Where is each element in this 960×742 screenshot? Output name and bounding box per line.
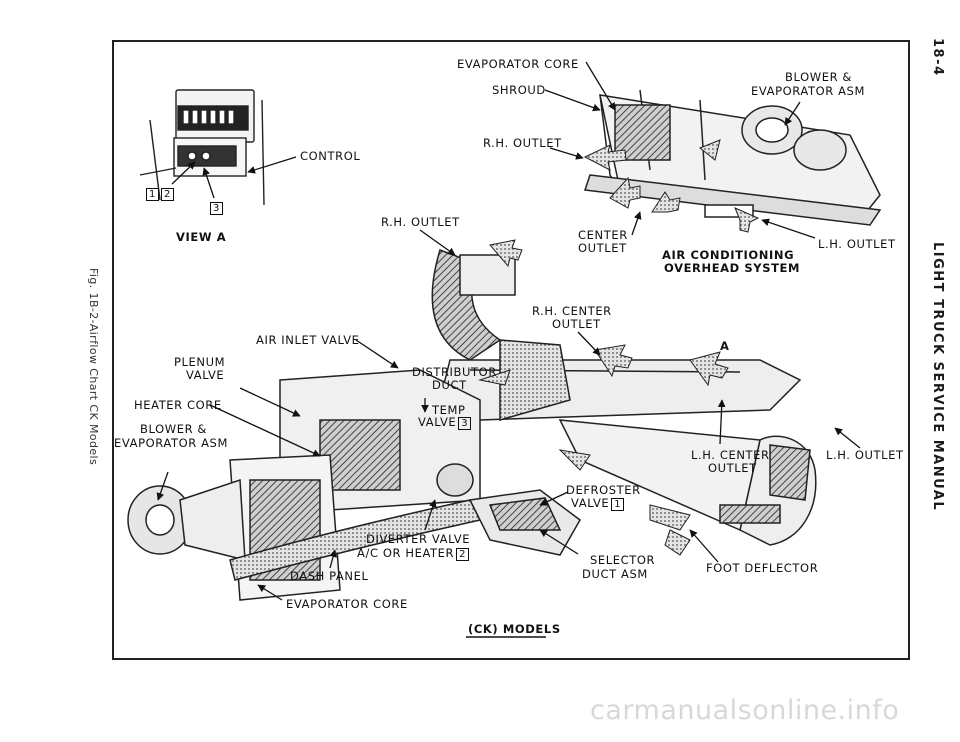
callout-3: 3 (210, 202, 223, 215)
overhead-evaporator-core-label: EVAPORATOR CORE (457, 57, 579, 71)
ck-foot-deflector-label: FOOT DEFLECTOR (706, 561, 819, 575)
ck-blower-label-1: BLOWER & (140, 422, 207, 436)
ck-temp-valve-text: VALVE (418, 415, 457, 429)
ck-view-marker: A (720, 339, 730, 353)
overhead-center-outlet-label-1: CENTER (578, 228, 628, 242)
control-panel-drawing (139, 89, 265, 206)
callout-1: 1 (146, 188, 159, 201)
overhead-supply-duct (431, 249, 516, 361)
ck-distributor-duct-label-2: DUCT (432, 378, 467, 392)
ck-air-inlet-valve-label: AIR INLET VALVE (256, 333, 360, 347)
diagram-frame (112, 40, 910, 660)
view-a-callout-3: 3 (208, 201, 223, 215)
overhead-blower-label-1: BLOWER & (785, 70, 852, 84)
ck-dash-panel-label: DASH PANEL (290, 569, 369, 583)
overhead-shroud-label: SHROUD (492, 83, 546, 97)
ck-diverter-valve-label-1: DIVERTER VALVE (366, 532, 471, 546)
ck-plenum-valve-label-2: VALVE (186, 368, 225, 382)
ck-selector-duct-label-2: DUCT ASM (582, 567, 648, 581)
overhead-lh-outlet-label: L.H. OUTLET (818, 237, 896, 251)
ck-diverter-valve-number: 2 (456, 548, 470, 561)
ck-defroster-valve-number: 1 (611, 498, 625, 511)
blower-motor (127, 478, 246, 561)
ck-lh-center-outlet-label-2: OUTLET (708, 461, 757, 475)
ck-rh-center-outlet-label-2: OUTLET (552, 317, 601, 331)
ck-diverter-valve-text: A/C OR HEATER (357, 546, 455, 560)
overhead-title-1: AIR CONDITIONING (662, 248, 795, 262)
ck-blower-label-2: EVAPORATOR ASM (114, 436, 228, 450)
ck-selector-duct-label-1: SELECTOR (590, 553, 656, 567)
ck-defroster-valve-label-1: DEFROSTER (566, 483, 641, 497)
ck-rh-center-outlet-label-1: R.H. CENTER (532, 304, 612, 318)
ck-distributor-duct-label-1: DISTRIBUTOR (412, 365, 497, 379)
ck-rh-outlet-label: R.H. OUTLET (381, 215, 460, 229)
ck-models-title: (CK) MODELS (468, 622, 561, 636)
ck-lh-center-outlet-label-1: L.H. CENTER (691, 448, 770, 462)
control-label: CONTROL (300, 149, 361, 163)
site-watermark: carmanualsonline.info (590, 695, 900, 726)
ck-airflow-arrows (478, 239, 729, 556)
ck-temp-valve-label-1: TEMP (432, 403, 466, 417)
ck-defroster-valve-text: VALVE (571, 496, 610, 510)
overhead-center-outlet-label-2: OUTLET (578, 241, 627, 255)
selector-duct (468, 489, 581, 556)
overhead-title-2: OVERHEAD SYSTEM (664, 261, 801, 275)
overhead-airflow-arrows (583, 139, 760, 233)
overhead-blower-label-2: EVAPORATOR ASM (751, 84, 865, 98)
callout-2: 2 (160, 188, 174, 201)
ck-lh-outlet-label: L.H. OUTLET (826, 448, 904, 462)
ck-heater-core-label: HEATER CORE (134, 398, 222, 412)
ck-temp-valve-number: 3 (458, 417, 472, 430)
lh-outlet-assembly (558, 419, 817, 546)
control-leader (247, 156, 297, 174)
ck-evaporator-core-label: EVAPORATOR CORE (286, 597, 408, 611)
ck-plenum-valve-label-1: PLENUM (174, 355, 226, 369)
view-a-title: VIEW A (176, 230, 227, 244)
overhead-rh-outlet-label: R.H. OUTLET (483, 136, 562, 150)
